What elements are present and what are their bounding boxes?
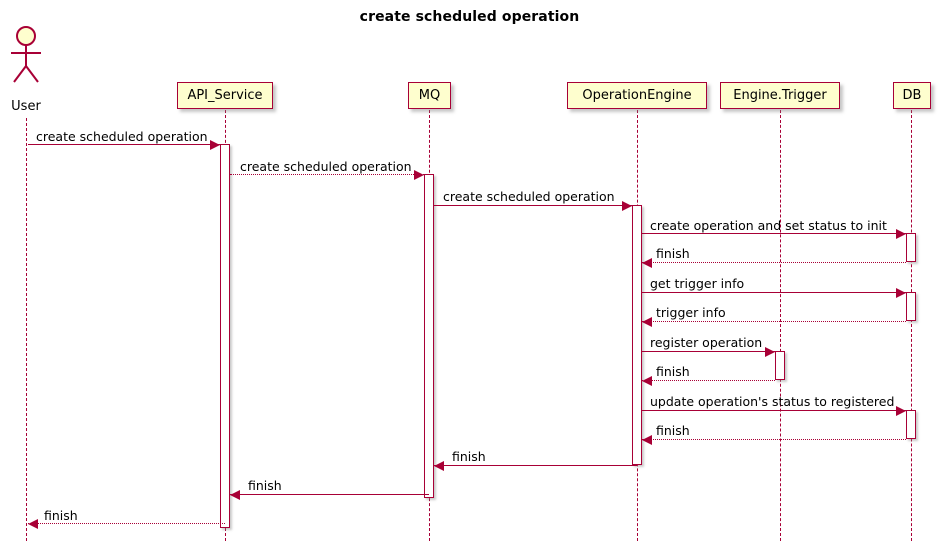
lifeline-user (26, 118, 27, 541)
activation-bar-db (906, 233, 916, 262)
message-arrowhead-9 (642, 375, 652, 386)
message-line-6 (642, 292, 906, 293)
actor-user-label: User (11, 99, 41, 114)
message-label-11: finish (656, 423, 690, 438)
message-label-7: trigger info (656, 305, 726, 320)
participant-label: API_Service (187, 88, 263, 103)
message-line-12 (434, 465, 637, 466)
message-line-1 (28, 144, 220, 145)
lifeline-db (911, 110, 912, 541)
message-label-10: update operation's status to registered (650, 394, 895, 409)
message-label-9: finish (656, 364, 690, 379)
message-label-8: register operation (650, 335, 763, 350)
message-arrowhead-11 (642, 434, 652, 445)
participant-trigger[interactable]: Engine.Trigger (720, 82, 840, 109)
activation-bar-db (906, 410, 916, 439)
message-line-13 (230, 494, 429, 495)
message-line-7 (642, 321, 906, 322)
message-line-10 (642, 410, 906, 411)
message-arrowhead-12 (434, 460, 444, 471)
message-line-14 (28, 523, 225, 524)
activation-bar-engine (632, 205, 642, 465)
message-label-14: finish (44, 508, 78, 523)
message-label-1: create scheduled operation (36, 129, 208, 144)
actor-user-icon (11, 26, 41, 83)
participant-api[interactable]: API_Service (177, 82, 273, 109)
message-label-6: get trigger info (650, 276, 745, 291)
message-label-2: create scheduled operation (240, 159, 412, 174)
message-label-3: create scheduled operation (443, 189, 615, 204)
message-line-8 (642, 351, 775, 352)
message-line-2 (230, 174, 424, 175)
participant-mq[interactable]: MQ (408, 82, 451, 109)
message-line-11 (642, 439, 906, 440)
participant-label: DB (902, 88, 922, 103)
message-arrowhead-7 (642, 316, 652, 327)
message-label-5: finish (656, 246, 690, 261)
participant-db[interactable]: DB (893, 82, 931, 109)
participant-label: OperationEngine (582, 88, 692, 103)
lifeline-trigger (780, 110, 781, 541)
message-arrowhead-10 (896, 405, 906, 416)
message-line-3 (434, 205, 632, 206)
participant-label: Engine.Trigger (733, 88, 827, 103)
message-line-5 (642, 262, 906, 263)
message-arrowhead-1 (210, 139, 220, 150)
message-arrowhead-8 (765, 346, 775, 357)
activation-bar-db (906, 292, 916, 321)
message-arrowhead-3 (622, 200, 632, 211)
message-arrowhead-5 (642, 257, 652, 268)
actor-user (6, 26, 48, 86)
message-arrowhead-6 (896, 287, 906, 298)
message-line-4 (642, 233, 906, 234)
message-arrowhead-14 (28, 518, 38, 529)
message-label-12: finish (452, 449, 486, 464)
message-arrowhead-2 (414, 169, 424, 180)
message-line-9 (642, 380, 775, 381)
message-label-13: finish (248, 478, 282, 493)
message-arrowhead-4 (896, 228, 906, 239)
message-label-4: create operation and set status to init (650, 218, 887, 233)
participant-engine[interactable]: OperationEngine (567, 82, 707, 109)
page-title: create scheduled operation (359, 9, 580, 25)
activation-bar-mq (424, 174, 434, 498)
activation-bar-api (220, 144, 230, 528)
activation-bar-trigger (775, 351, 785, 380)
participant-label: MQ (418, 88, 441, 103)
message-arrowhead-13 (230, 489, 240, 500)
